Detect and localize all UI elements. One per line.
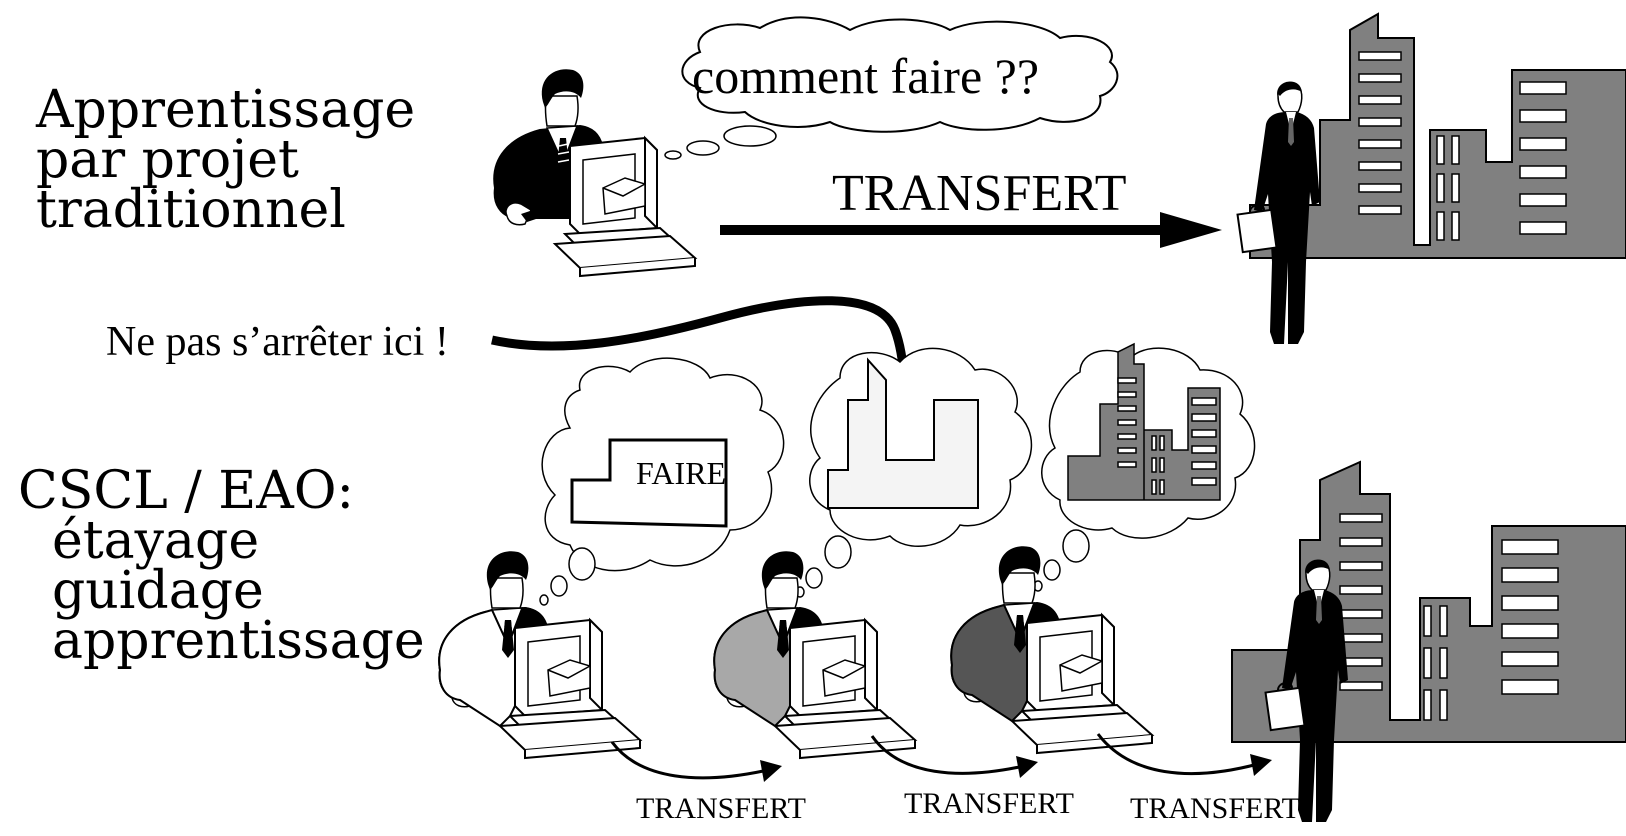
transfer-label-1: TRANSFERT [636,792,806,825]
bottom-heading-line-2: étayage [52,511,259,571]
transfer-label-3: TRANSFERT [1130,792,1300,825]
small-city-icon [1067,342,1221,501]
transfer-arrow-heads [760,754,1272,782]
ties [502,615,1026,658]
transfer-label-top: TRANSFERT [832,165,1126,222]
transfer-label-2: TRANSFERT [904,787,1074,820]
bottom-heading-line-4: apprentissage [52,611,425,671]
transfer-arrow-head [1160,212,1222,248]
top-heading-line-1: Apprentissage [35,80,415,140]
faire-label: FAIRE [636,455,726,491]
thought-text: comment faire ?? [692,48,1039,104]
top-heading-line-2: par projet [36,130,299,190]
transfer-curve-arrows [610,733,1259,780]
top-heading-line-3: traditionnel [36,180,346,240]
thought-cloud-icon [681,16,1119,133]
businessman-with-briefcase-icon [1264,558,1349,823]
thought-bubble-dots [539,529,1090,606]
bottom-heading-line-3: guidage [52,561,264,621]
businessman-with-briefcase-icon [1236,80,1321,345]
outline-city-icon [827,357,979,509]
city-buildings-icon [1249,12,1626,259]
person-at-computer-icon [493,68,696,277]
callout-text: Ne pas s’arrêter ici ! [106,319,449,365]
bottom-heading-line-1: CSCL / EAO: [18,461,354,521]
sketch-outline-icon [570,438,728,528]
thought-bubble-dots [664,125,777,160]
